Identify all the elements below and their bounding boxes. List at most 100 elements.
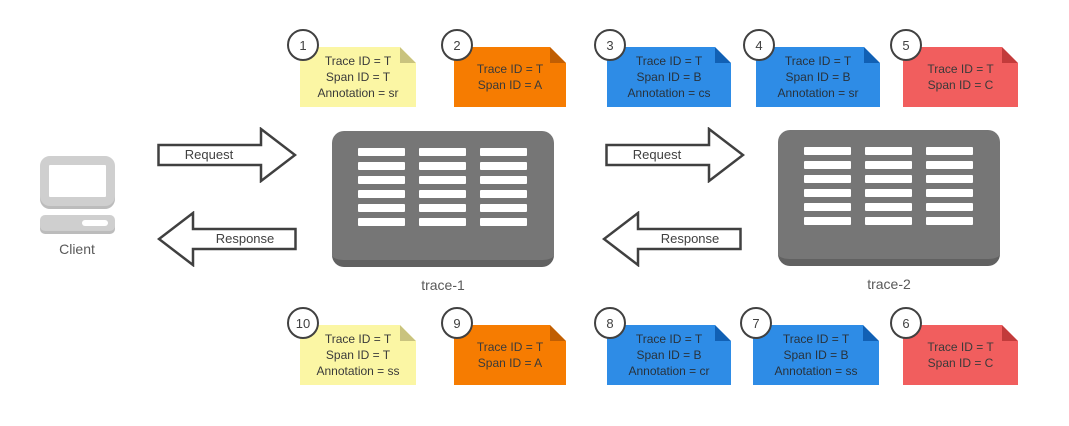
note-paper: Trace ID = T Span ID = C: [903, 47, 1018, 107]
note-paper: Trace ID = T Span ID = B Annotation = cr: [607, 325, 731, 385]
note-paper: Trace ID = T Span ID = B Annotation = ss: [753, 325, 879, 385]
note-line: Annotation = cr: [628, 364, 710, 378]
note-number-badge: 2: [441, 29, 473, 61]
laptop-touchpad: [81, 220, 108, 226]
note-3: Trace ID = T Span ID = B Annotation = cs…: [594, 29, 731, 107]
note-line: Trace ID = T: [927, 62, 994, 76]
note-number-badge: 4: [743, 29, 775, 61]
note-line: Span ID = C: [927, 356, 994, 370]
server-grid: [778, 130, 1000, 225]
note-line: Span ID = T: [325, 70, 391, 84]
request-arrow-1: Request: [157, 127, 297, 183]
laptop-screen: [39, 156, 115, 206]
note-line: Span ID = B: [783, 348, 849, 362]
note-line: Span ID = T: [325, 348, 391, 362]
server-trace-1: trace-1: [332, 131, 554, 293]
folded-corner-icon: [1002, 325, 1018, 341]
response-arrow-1: Response: [157, 211, 297, 267]
note-line: Annotation = sr: [777, 86, 859, 100]
note-text: Trace ID = T Span ID = C: [903, 325, 1018, 385]
note-line: Annotation = ss: [774, 364, 858, 378]
note-line: Trace ID = T: [784, 54, 852, 68]
folded-corner-icon: [715, 325, 731, 341]
note-8: Trace ID = T Span ID = B Annotation = cr…: [594, 307, 731, 385]
note-10: Trace ID = T Span ID = T Annotation = ss…: [287, 307, 416, 385]
note-line: Trace ID = T: [927, 340, 994, 354]
note-5: Trace ID = T Span ID = C 5: [890, 29, 1018, 107]
request-arrow-label: Request: [632, 147, 682, 162]
note-line: Trace ID = T: [476, 62, 544, 76]
note-paper: Trace ID = T Span ID = A: [454, 47, 566, 107]
note-line: Trace ID = T: [324, 332, 392, 346]
left-arrow-icon: [602, 211, 742, 267]
request-arrow-2: Request: [605, 127, 745, 183]
note-paper: Trace ID = T Span ID = A: [454, 325, 566, 385]
server-label: trace-2: [867, 276, 911, 292]
note-text: Trace ID = T Span ID = B Annotation = cr: [607, 325, 731, 385]
note-number-badge: 5: [890, 29, 922, 61]
note-number-badge: 10: [287, 307, 319, 339]
note-line: Trace ID = T: [476, 340, 544, 354]
folded-corner-icon: [550, 47, 566, 63]
note-9: Trace ID = T Span ID = A 9: [441, 307, 566, 385]
note-paper: Trace ID = T Span ID = C: [903, 325, 1018, 385]
laptop-base: [39, 215, 115, 231]
note-line: Span ID = A: [477, 78, 543, 92]
note-line: Trace ID = T: [635, 332, 703, 346]
note-6: Trace ID = T Span ID = C 6: [890, 307, 1018, 385]
folded-corner-icon: [550, 325, 566, 341]
request-arrow-label: Request: [184, 147, 234, 162]
note-paper: Trace ID = T Span ID = B Annotation = cs: [607, 47, 731, 107]
response-arrow-2: Response: [602, 211, 742, 267]
note-text: Trace ID = T Span ID = A: [454, 47, 566, 107]
client-label: Client: [59, 241, 95, 257]
note-line: Trace ID = T: [782, 332, 850, 346]
folded-corner-icon: [400, 47, 416, 63]
note-text: Trace ID = T Span ID = T Annotation = ss: [300, 325, 416, 385]
note-line: Span ID = A: [477, 356, 543, 370]
note-1: Trace ID = T Span ID = T Annotation = sr…: [287, 29, 416, 107]
note-2: Trace ID = T Span ID = A 2: [441, 29, 566, 107]
folded-corner-icon: [1002, 47, 1018, 63]
server-icon: [778, 130, 1000, 266]
note-line: Trace ID = T: [635, 54, 703, 68]
right-arrow-icon: [157, 127, 297, 183]
note-line: Span ID = B: [636, 348, 702, 362]
right-arrow-icon: [605, 127, 745, 183]
note-text: Trace ID = T Span ID = A: [454, 325, 566, 385]
note-number-badge: 7: [740, 307, 772, 339]
response-arrow-label: Response: [215, 231, 275, 246]
server-icon: [332, 131, 554, 267]
response-arrow-label: Response: [660, 231, 720, 246]
note-line: Annotation = cs: [627, 86, 711, 100]
note-number-badge: 1: [287, 29, 319, 61]
folded-corner-icon: [400, 325, 416, 341]
note-text: Trace ID = T Span ID = B Annotation = ss: [753, 325, 879, 385]
note-7: Trace ID = T Span ID = B Annotation = ss…: [740, 307, 879, 385]
left-arrow-icon: [157, 211, 297, 267]
note-line: Annotation = sr: [317, 86, 399, 100]
note-number-badge: 9: [441, 307, 473, 339]
note-number-badge: 3: [594, 29, 626, 61]
folded-corner-icon: [863, 325, 879, 341]
server-label: trace-1: [421, 277, 465, 293]
note-number-badge: 6: [890, 307, 922, 339]
note-text: Trace ID = T Span ID = C: [903, 47, 1018, 107]
note-line: Trace ID = T: [324, 54, 392, 68]
folded-corner-icon: [715, 47, 731, 63]
server-grid: [332, 131, 554, 226]
note-line: Annotation = ss: [316, 364, 400, 378]
note-paper: Trace ID = T Span ID = T Annotation = ss: [300, 325, 416, 385]
note-line: Span ID = C: [927, 78, 994, 92]
client-node: Client: [38, 156, 116, 257]
note-text: Trace ID = T Span ID = B Annotation = sr: [756, 47, 880, 107]
note-line: Span ID = B: [636, 70, 702, 84]
note-number-badge: 8: [594, 307, 626, 339]
client-computer-icon: [39, 156, 115, 231]
note-text: Trace ID = T Span ID = T Annotation = sr: [300, 47, 416, 107]
note-paper: Trace ID = T Span ID = T Annotation = sr: [300, 47, 416, 107]
note-paper: Trace ID = T Span ID = B Annotation = sr: [756, 47, 880, 107]
folded-corner-icon: [864, 47, 880, 63]
note-line: Span ID = B: [785, 70, 851, 84]
